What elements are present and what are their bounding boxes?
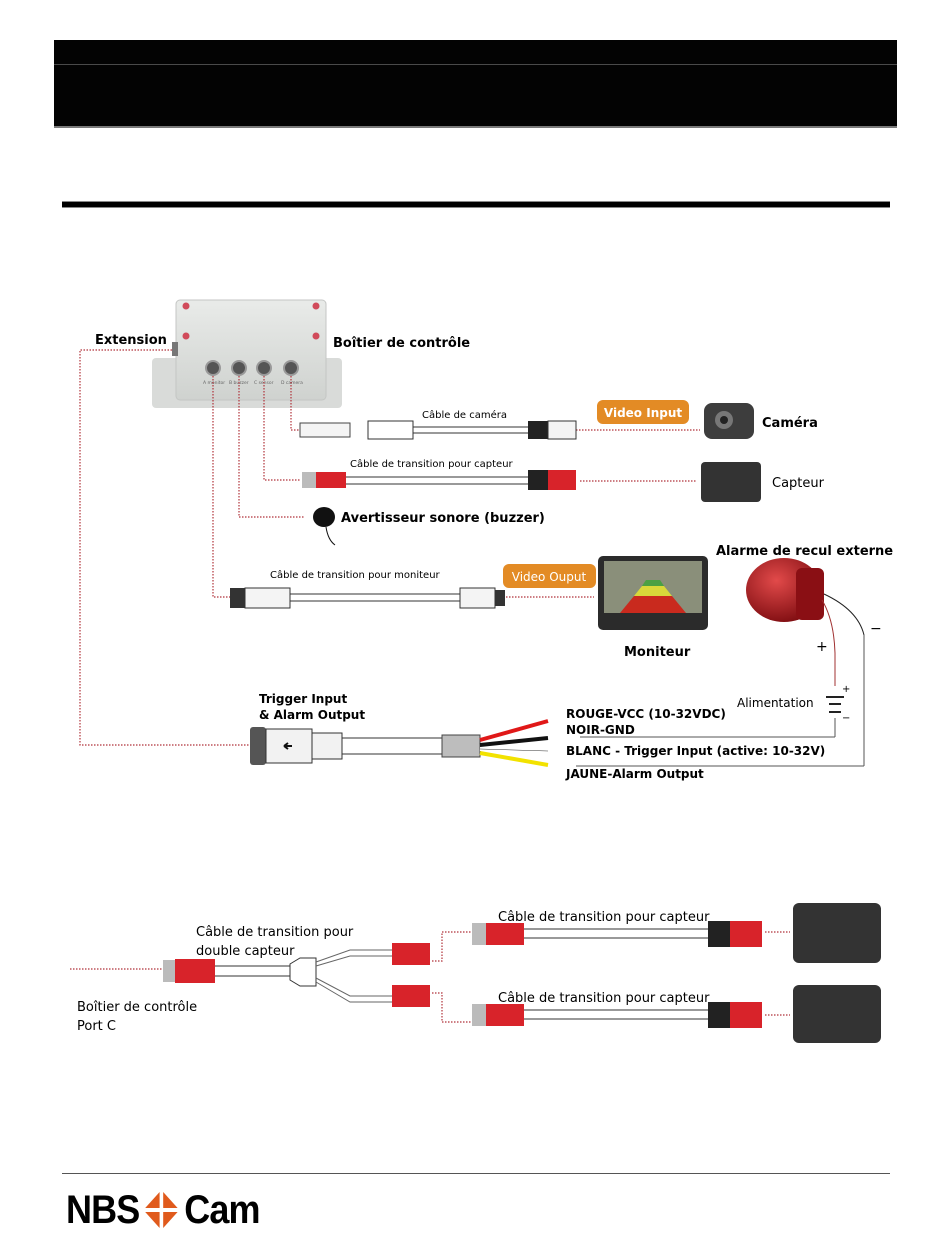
wire-white-label: BLANC - Trigger Input (active: 10-32V) [566, 744, 825, 758]
sensor-cable-top-label: Câble de transition pour capteur [498, 910, 710, 925]
header-bottom-rule [54, 126, 897, 128]
double-cable-label-line1: Câble de transition pour [196, 925, 354, 940]
double-sensor-cable [163, 943, 430, 1007]
section-rule [62, 201, 890, 208]
port-label-a: A monitor [203, 380, 225, 386]
monitor-icon [598, 556, 708, 630]
buzzer-label: Avertisseur sonore (buzzer) [341, 511, 545, 526]
wire-black-label: NOIR-GND [566, 723, 635, 737]
double-cable-label-line2: double capteur [196, 944, 295, 959]
alarm-plus: + [816, 639, 828, 655]
wire-yellow-label: JAUNE-Alarm Output [565, 767, 704, 781]
sensor-icon [701, 462, 761, 502]
buzzer-link [238, 376, 305, 518]
port-b [231, 360, 247, 376]
sensor-label: Capteur [772, 476, 825, 491]
control-box-label: Boîtier de contrôle [333, 336, 470, 351]
monitor-cable-label: Câble de transition pour moniteur [270, 569, 441, 581]
port-d [283, 360, 299, 376]
control-box: A monitor B buzzer C sensor D camera [152, 299, 342, 408]
dotted-links-2 [70, 931, 790, 1023]
camera-icon [704, 403, 754, 439]
port-label-d: D camera [281, 380, 303, 386]
header-bar [54, 40, 897, 126]
power-label: Alimentation [737, 696, 814, 710]
trigger-label-line2: & Alarm Output [259, 708, 365, 722]
alarm-icon [746, 558, 824, 622]
footer-rule [62, 1173, 890, 1174]
external-alarm-label: Alarme de recul externe [716, 544, 893, 559]
extension-label: Extension [95, 333, 167, 348]
logo-text-right: Cam [184, 1187, 260, 1232]
sensor-cable [302, 470, 576, 490]
extension-port [172, 342, 178, 356]
port-c [256, 360, 272, 376]
port-a [205, 360, 221, 376]
monitor-link [212, 376, 230, 598]
sensor-icon-bottom [793, 985, 881, 1043]
buzzer-icon [313, 507, 336, 546]
video-output-badge: Video Ouput [503, 564, 596, 588]
camera-cable-label: Câble de caméra [422, 409, 507, 421]
sensor-icon-top [793, 903, 881, 963]
sensor-cable-label: Câble de transition pour capteur [350, 458, 514, 470]
power-circuit [576, 593, 865, 767]
power-plus: + [842, 684, 850, 695]
sensor-cable-bottom-label: Câble de transition pour capteur [498, 991, 710, 1006]
port-c-label-line1: Boîtier de contrôle [77, 1000, 197, 1015]
camera-cable [299, 420, 577, 440]
nbscam-logo: NBS Cam [66, 1187, 261, 1232]
monitor-label: Moniteur [624, 645, 691, 660]
sensor-cable-top [472, 921, 762, 947]
monitor-cable [230, 587, 505, 609]
power-minus: − [842, 713, 850, 724]
camera-label: Caméra [762, 416, 818, 431]
alarm-minus: − [870, 621, 882, 637]
logo-mark-icon [145, 1192, 179, 1228]
svg-text:Video Ouput: Video Ouput [512, 570, 587, 584]
header-divider [54, 64, 897, 65]
wire-red-label: ROUGE-VCC (10-32VDC) [566, 707, 726, 721]
dotted-links [79, 349, 700, 746]
trigger-cable [250, 719, 549, 767]
control-box-body [175, 299, 327, 401]
extension-link [79, 349, 250, 746]
trigger-label-line1: Trigger Input [259, 692, 347, 706]
logo-text-left: NBS [66, 1187, 140, 1232]
sensor-cable-bottom [472, 1002, 762, 1028]
svg-text:Video Input: Video Input [604, 406, 682, 420]
camera-link [290, 376, 300, 431]
port-c-label-line2: Port C [77, 1019, 116, 1034]
video-input-badge: Video Input [597, 400, 689, 424]
